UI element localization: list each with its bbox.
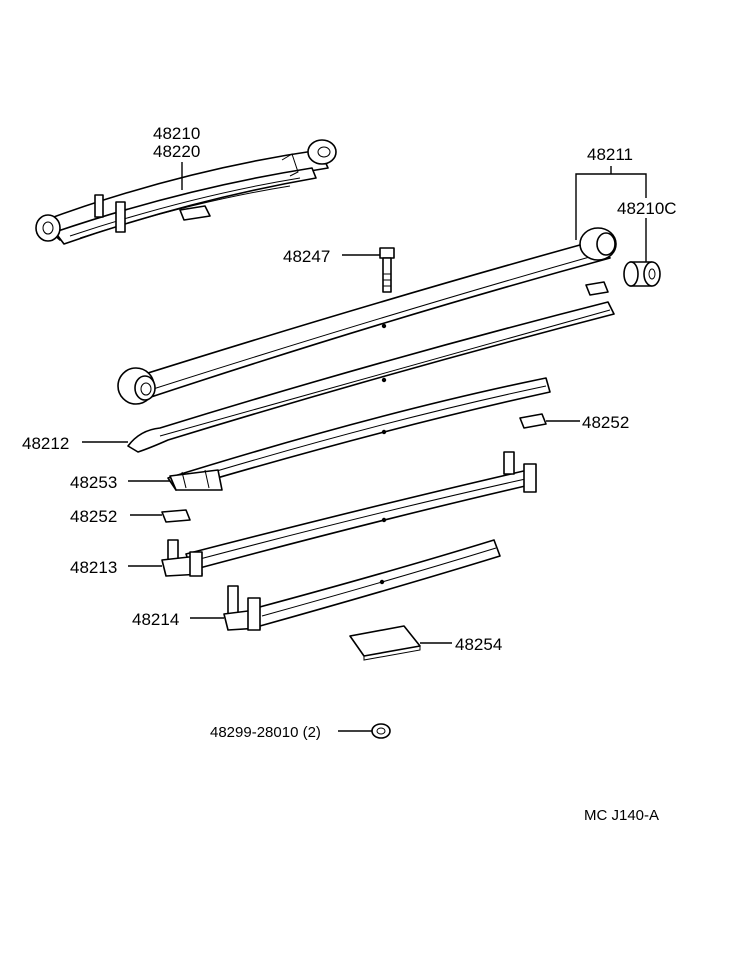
- label-48254: 48254: [455, 635, 502, 654]
- nut-48299: [371, 723, 391, 739]
- helper-leaf-48213: [161, 451, 537, 577]
- label-48247: 48247: [283, 247, 330, 266]
- leaf-spring-assembly: [35, 139, 337, 245]
- main-leaf-48211: [117, 227, 617, 405]
- pad-48252-right: [519, 413, 547, 429]
- label-48253: 48253: [70, 473, 117, 492]
- diagram-reference-code: MC J140-A: [584, 807, 659, 824]
- plate-48254: [349, 625, 421, 661]
- label-48213: 48213: [70, 558, 117, 577]
- label-48211: 48211: [587, 145, 633, 164]
- third-leaf: [167, 377, 551, 491]
- label-48252-right: 48252: [582, 413, 629, 432]
- bushing-48210c: [623, 261, 661, 287]
- pad-near-main-leaf: [585, 281, 609, 296]
- center-bolt-48247: [379, 247, 395, 293]
- leaf-48214: [223, 539, 501, 631]
- label-48210c: 48210C: [617, 199, 677, 218]
- second-leaf-48212: [127, 301, 615, 453]
- label-48252-left: 48252: [70, 507, 117, 526]
- pad-48252-left: [161, 509, 191, 523]
- label-48212: 48212: [22, 434, 69, 453]
- label-48220: 48220: [153, 142, 200, 161]
- label-48210: 48210: [153, 124, 200, 143]
- label-48299: 48299-28010 (2): [210, 724, 321, 741]
- label-48214: 48214: [132, 610, 179, 629]
